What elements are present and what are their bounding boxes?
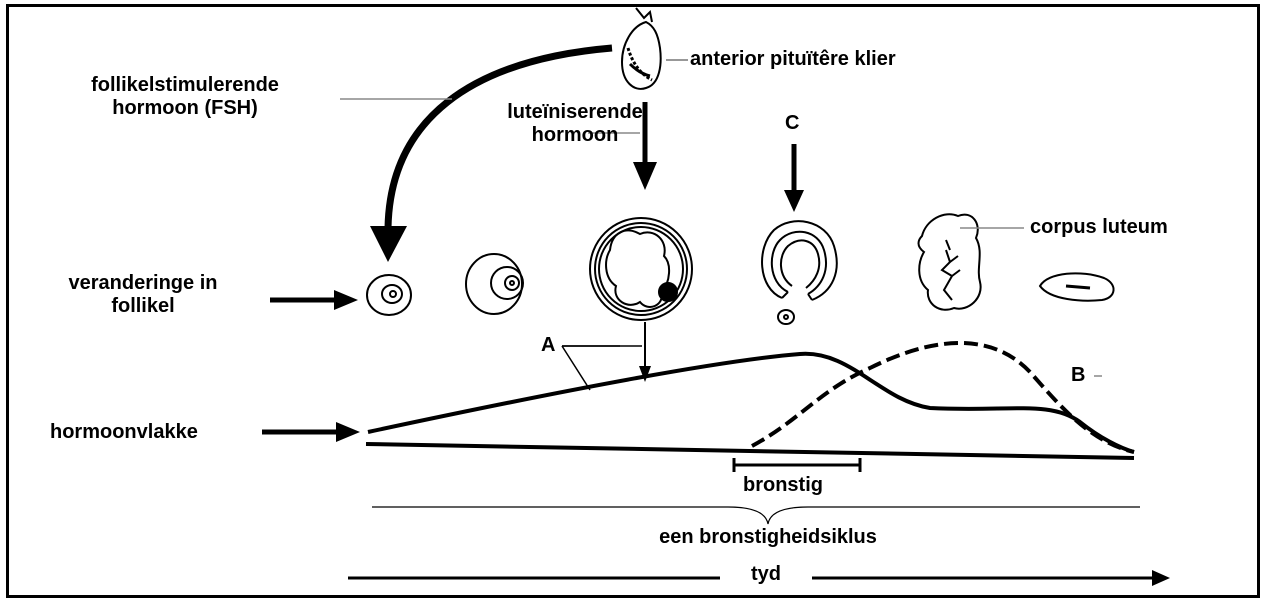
b-label: B (1071, 364, 1085, 387)
changes-label: veranderinge in follikel (18, 272, 268, 318)
curve-a (368, 354, 1134, 452)
estrus-bar (734, 458, 860, 472)
changes-label-line2: follikel (18, 295, 268, 318)
a-label: A (541, 334, 555, 357)
ovulation-arrow (639, 322, 651, 382)
curve-b (752, 343, 1134, 452)
c-arrow (784, 144, 804, 212)
hormone-levels-label: hormoonvlakke (50, 421, 198, 444)
pituitary-gland-icon (622, 8, 661, 89)
baseline (366, 444, 1134, 458)
fsh-label-line2: hormoon (FSH) (60, 97, 310, 120)
pituitary-label: anterior pituïtêre klier (690, 48, 896, 71)
corpus-albicans-icon (1040, 273, 1114, 300)
time-label: tyd (720, 563, 812, 586)
cycle-brace (372, 507, 1140, 524)
fsh-arrow (370, 48, 612, 262)
estrus-label: bronstig (743, 474, 823, 497)
corpus-luteum-label: corpus luteum (1030, 216, 1168, 239)
fsh-label: follikelstimulerende hormoon (FSH) (60, 74, 310, 120)
changes-arrow (270, 290, 358, 310)
lh-label: luteïniserende hormoon (500, 101, 650, 147)
changes-label-line1: veranderinge in (18, 272, 268, 295)
lh-label-line1: luteïniserende (500, 101, 650, 124)
fsh-label-line1: follikelstimulerende (60, 74, 310, 97)
follicle-icon (590, 218, 692, 320)
follicle-icon (762, 221, 837, 324)
lh-label-line2: hormoon (500, 124, 650, 147)
follicle-icon (367, 275, 411, 315)
hormone-levels-arrow (262, 422, 360, 442)
c-label: C (785, 112, 799, 135)
follicle-icon (466, 254, 523, 314)
cycle-label: een bronstigheidsiklus (568, 526, 968, 549)
